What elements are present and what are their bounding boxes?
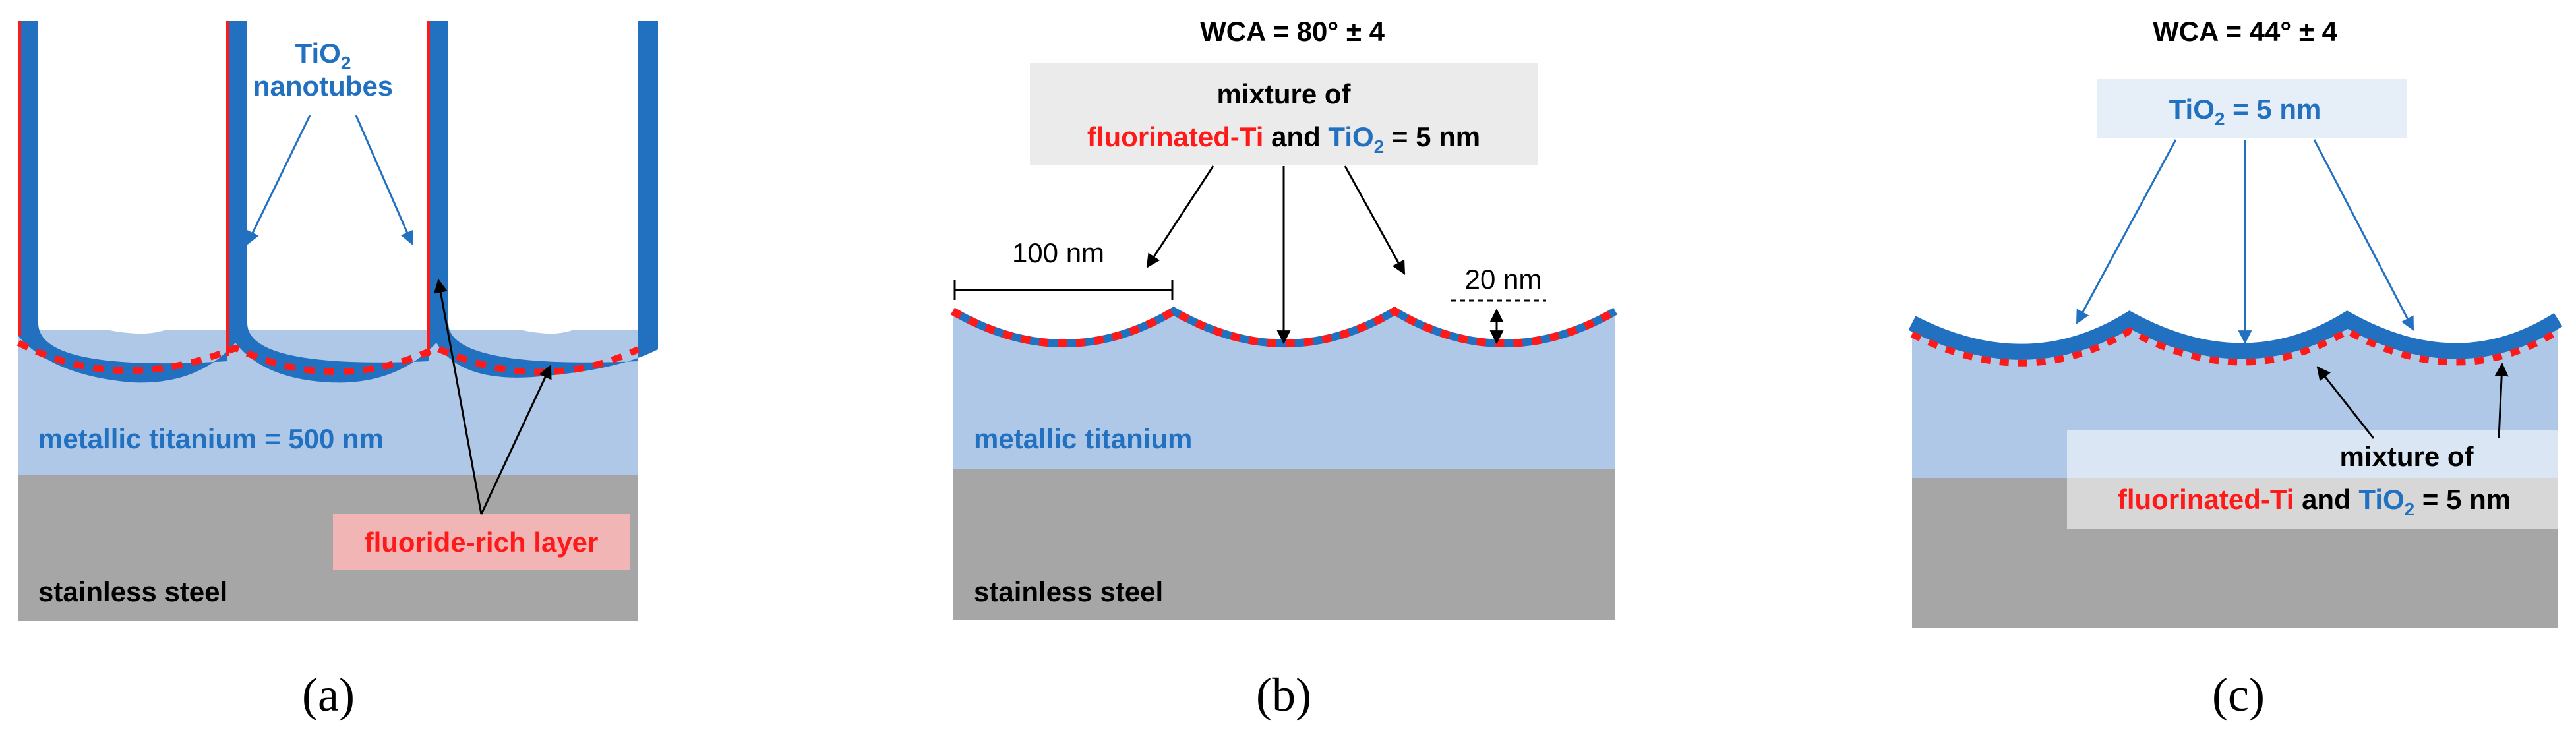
mixture-label-box bbox=[2067, 430, 2561, 529]
mixture-label-line1: mixture of bbox=[2339, 441, 2474, 472]
metallic-titanium-layer bbox=[953, 311, 1615, 469]
fluorinated-coating-dashes bbox=[951, 307, 1617, 347]
titanium-label: metallic titanium = 500 nm bbox=[38, 423, 384, 454]
arrow bbox=[434, 278, 483, 515]
wca-label: WCA = 44° ± 4 bbox=[2153, 16, 2338, 47]
arrow bbox=[1146, 165, 1214, 268]
arrow bbox=[246, 115, 311, 245]
mixture-label-line2: fluorinated-Ti and TiO2 = 5 nm bbox=[1087, 121, 1480, 157]
fluorinated-coating-dashes bbox=[1910, 327, 2560, 367]
arrow bbox=[480, 365, 552, 515]
arrow bbox=[2076, 139, 2177, 324]
caption-b: (b) bbox=[1256, 668, 1311, 721]
metallic-titanium-layer bbox=[18, 330, 638, 475]
fluoride-label: fluoride-rich layer bbox=[365, 527, 599, 558]
titanium-label: metallic titanium bbox=[974, 423, 1192, 454]
mixture-label-box bbox=[1030, 63, 1538, 165]
panel-a: TiO2 nanotubes metallic titanium = 500 n… bbox=[16, 0, 658, 721]
arrow bbox=[355, 115, 414, 245]
arrow bbox=[1344, 165, 1406, 275]
stainless-steel-layer bbox=[953, 469, 1615, 620]
wca-label: WCA = 80° ± 4 bbox=[1200, 16, 1385, 47]
tio2-label: TiO2 = 5 nm bbox=[2169, 94, 2321, 129]
tio2-coating bbox=[1908, 310, 2563, 360]
arrow bbox=[2313, 139, 2414, 331]
caption-a: (a) bbox=[302, 668, 355, 721]
nanotubes-label-line2: nanotubes bbox=[253, 71, 393, 102]
arrow bbox=[2494, 362, 2509, 439]
panel-c: WCA = 44° ± 4 TiO2 = 5 nm mixture of flu… bbox=[1908, 16, 2563, 721]
mixture-label-line2: fluorinated-Ti and TiO2 = 5 nm bbox=[2118, 484, 2511, 519]
fluoride-label-box bbox=[333, 514, 630, 570]
steel-label: stainless steel bbox=[38, 576, 227, 607]
arrow bbox=[2316, 366, 2375, 439]
steel-label: stainless steel bbox=[974, 576, 1163, 607]
nanotube-cavity bbox=[38, 0, 218, 334]
caption-c: (c) bbox=[2212, 668, 2265, 721]
width-dimension-label: 100 nm bbox=[1012, 237, 1104, 268]
nanotube-cavity bbox=[257, 0, 412, 330]
mixture-label-line1: mixture of bbox=[1216, 78, 1351, 109]
height-dimension-label: 20 nm bbox=[1465, 264, 1542, 295]
nanotubes-label: TiO2 bbox=[295, 38, 351, 73]
panel-b: WCA = 80° ± 4 mixture of fluorinated-Ti … bbox=[951, 16, 1617, 721]
tio2-label-box bbox=[2097, 79, 2407, 138]
nanotube-cavity bbox=[458, 0, 620, 334]
